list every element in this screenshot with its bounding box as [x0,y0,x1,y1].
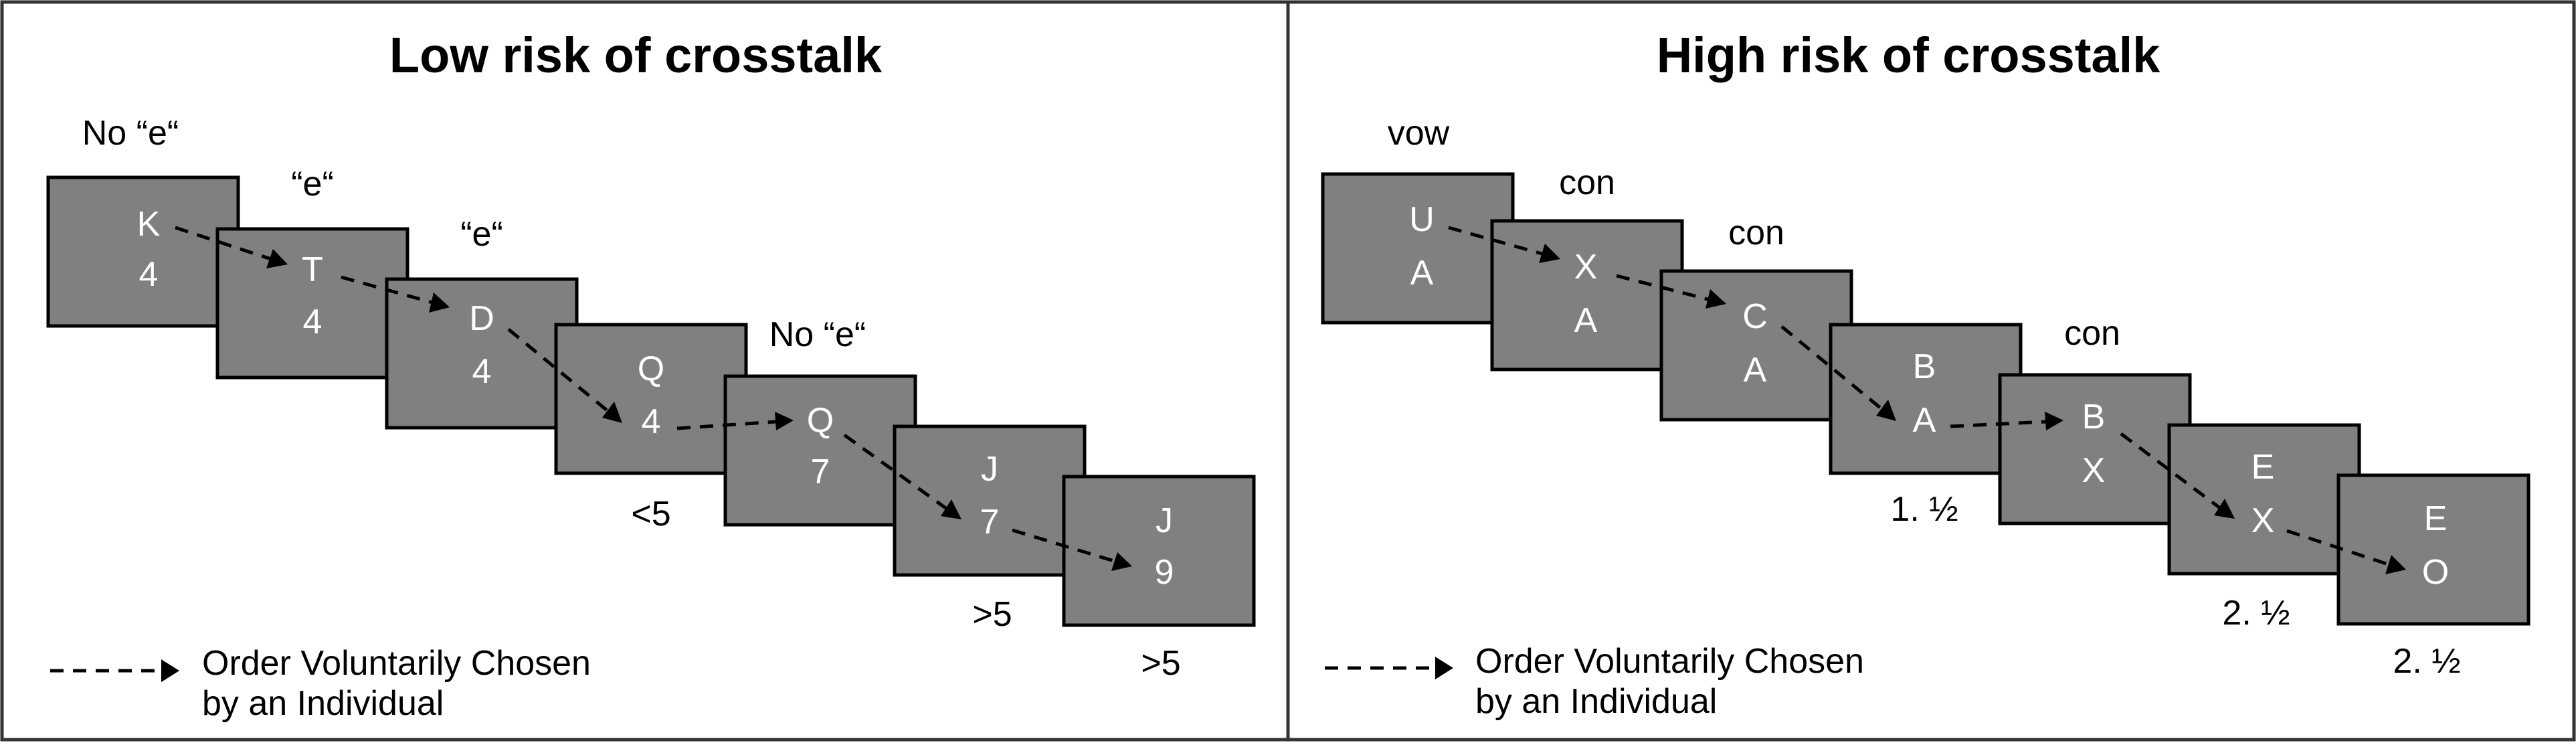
card-1 [46,175,240,328]
panel-low-risk: Low risk of crosstalk K 4 No “e“ T 4 “e“… [46,27,1256,723]
card-3 [385,277,579,430]
card-4 [1829,323,2023,475]
arrowhead-icon [2045,412,2063,430]
arrowhead-icon [775,412,794,430]
card-6-bottom: 7 [980,503,1000,542]
card-6 [893,424,1087,577]
order-arrow [1448,226,1545,256]
card-2 [1490,219,1684,371]
card-5-bottom: 7 [811,452,830,491]
arrowhead-icon [2214,499,2235,519]
card-6 [2167,423,2361,576]
card-7-bottom: 9 [1155,553,1174,592]
card-6-top: E [2251,448,2275,487]
arrowhead-icon [1539,244,1560,263]
card-5-top: Q [807,401,834,440]
panel-frame-high-risk [1286,0,2576,742]
arrowhead-icon [2385,555,2406,574]
panel-title: Low risk of crosstalk [389,27,883,83]
order-arrow [2286,529,2391,567]
card-3-label-above: con [1728,214,1784,252]
panel-title: High risk of crosstalk [1657,27,2160,83]
card-4-bottom: 4 [642,402,661,441]
legend: Order Voluntarily Chosen by an Individua… [1325,642,1864,721]
card-4-bottom: A [1913,401,1936,440]
card-2-top: X [1574,248,1598,286]
panel-high-risk: High risk of crosstalk U A vow X A con C… [1321,27,2531,721]
card-7-bottom: O [2422,553,2449,592]
card-2-label-above: “e“ [291,165,334,203]
arrowhead-icon [941,499,961,519]
card-4-top: B [1913,347,1936,386]
card-6-top: J [981,450,998,489]
card-2 [215,227,409,380]
card-4-label-below: <5 [631,495,670,533]
card-2-bottom: A [1574,301,1598,340]
card-2-bottom: 4 [303,303,323,341]
order-arrow [676,420,777,430]
card-4-label-below: 1. ½ [1890,490,1958,529]
card-5-bottom: X [2082,451,2106,490]
order-arrow [175,226,274,262]
card-3-bottom: 4 [472,352,492,391]
legend-line-1: Order Voluntarily Chosen [202,644,591,683]
card-5 [723,374,917,527]
legend-arrowhead-icon [1435,657,1453,679]
card-6-label-below: >5 [972,595,1012,634]
card-7-top: J [1156,501,1173,540]
arrowhead-icon [266,249,288,268]
card-4 [554,323,748,475]
card-7 [2336,473,2531,626]
card-1-label-above: vow [1388,114,1450,153]
card-6-bottom: X [2251,501,2275,540]
card-1 [1321,172,1515,325]
arrowhead-icon [1111,552,1132,571]
card-7-top: E [2424,499,2448,538]
card-3-label-above: “e“ [460,215,503,254]
arrowhead-icon [429,293,450,313]
order-arrow [1012,528,1117,564]
card-5-label-above: No “e“ [769,315,866,354]
card-3-top: C [1742,297,1768,336]
card-3-bottom: A [1744,351,1767,390]
card-7-label-below: 2. ½ [2393,642,2460,681]
card-1-bottom: 4 [139,255,159,294]
legend-line-2: by an Individual [202,684,444,723]
legend-line-1: Order Voluntarily Chosen [1475,642,1864,681]
order-arrow [341,275,436,305]
arrowhead-icon [1876,400,1896,421]
card-1-top: U [1409,200,1435,239]
card-5-label-above: con [2064,314,2120,353]
card-1-bottom: A [1410,254,1434,293]
arrowhead-icon [1706,289,1726,309]
legend-line-2: by an Individual [1475,682,1717,721]
card-sequence: U A vow X A con C A con B A 1. ½ B X con [1321,114,2531,681]
card-2-top: T [302,250,323,289]
choice-order-arrows [1448,226,2406,574]
card-2-label-above: con [1559,163,1615,202]
choice-order-arrows [175,226,1132,571]
arrowhead-icon [602,402,622,423]
order-arrow [1616,274,1711,302]
card-7-label-below: >5 [1141,644,1180,683]
card-3-top: D [469,299,494,338]
card-7 [1062,475,1256,627]
card-6-label-below: 2. ½ [2222,594,2290,633]
order-arrow [1950,420,2047,428]
card-1-top: K [137,205,161,244]
card-5-top: B [2082,398,2106,436]
card-4-top: Q [638,349,664,388]
card-sequence: K 4 No “e“ T 4 “e“ D 4 “e“ Q 4 <5 Q 7 No… [46,114,1256,683]
legend-arrowhead-icon [161,659,179,682]
legend: Order Voluntarily Chosen by an Individua… [50,644,591,723]
card-1-label-above: No “e“ [82,114,179,153]
